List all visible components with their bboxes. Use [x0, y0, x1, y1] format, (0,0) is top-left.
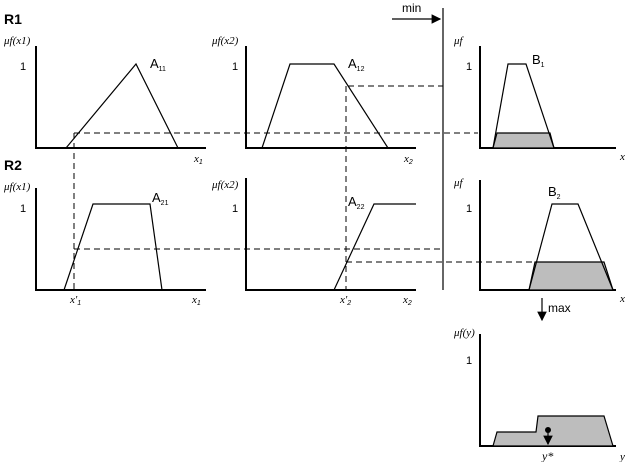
r1-p3-axes — [479, 46, 616, 149]
r1-mu-x1-label: μf(x1) — [3, 35, 31, 47]
r2-p1-one: 1 — [20, 203, 26, 215]
r1-x1-axis-label: x1 — [193, 153, 203, 166]
a21-membership — [63, 203, 163, 291]
r1-x-axis-label: x — [619, 151, 625, 163]
r1-mu-x2-label: μf(x2) — [211, 35, 239, 47]
r1-p1-one: 1 — [20, 61, 26, 73]
b1-label: B1 — [532, 52, 545, 69]
b1-clipped-area — [492, 132, 555, 149]
b2-clipped-area — [528, 261, 614, 291]
r2-p3-one: 1 — [466, 203, 472, 215]
r2-mu-x1-label: μf(x1) — [3, 181, 31, 193]
a22-label: A22 — [348, 194, 365, 211]
centroid-dot — [545, 427, 551, 433]
r1-x2-axis-label: x2 — [403, 153, 413, 166]
output-y-axis-label: y — [619, 451, 625, 462]
r1-mu-f-label: μf — [453, 35, 465, 47]
r1-p2-one: 1 — [232, 61, 238, 73]
r1-p1-axes — [35, 46, 206, 149]
b1-membership — [492, 63, 555, 149]
r2-p1-axes — [35, 188, 206, 291]
a12-label: A12 — [348, 56, 365, 73]
y-star-label: y* — [541, 449, 553, 462]
min-label: min — [402, 1, 421, 15]
a12-membership — [261, 63, 389, 149]
r1-p2-axes — [245, 46, 416, 149]
a21-label: A21 — [152, 190, 169, 207]
output-one: 1 — [466, 355, 472, 367]
b2-label: B2 — [548, 184, 561, 201]
r2-p2-one: 1 — [232, 203, 238, 215]
x1-prime-label: x'1 — [69, 294, 81, 307]
a22-membership — [333, 203, 416, 291]
r2-mu-f-label: μf — [453, 177, 465, 189]
a11-membership — [65, 62, 179, 149]
r2-mu-x2-label: μf(x2) — [211, 179, 239, 191]
r2-x-axis-label: x — [619, 293, 625, 305]
x2-prime-label: x'2 — [339, 294, 351, 307]
output-mu-y-label: μf(y) — [453, 327, 475, 339]
a11-label: A11 — [150, 56, 166, 73]
max-label: max — [548, 301, 571, 315]
b2-membership — [528, 203, 614, 291]
rule-2-label: R2 — [4, 157, 22, 173]
r2-x1-axis-label: x1 — [191, 294, 201, 307]
r2-p2-axes — [245, 178, 416, 291]
aggregated-output-area — [492, 415, 614, 447]
r2-x2-axis-label: x2 — [402, 294, 412, 307]
rule-1-label: R1 — [4, 11, 22, 27]
r1-p3-one: 1 — [466, 61, 472, 73]
